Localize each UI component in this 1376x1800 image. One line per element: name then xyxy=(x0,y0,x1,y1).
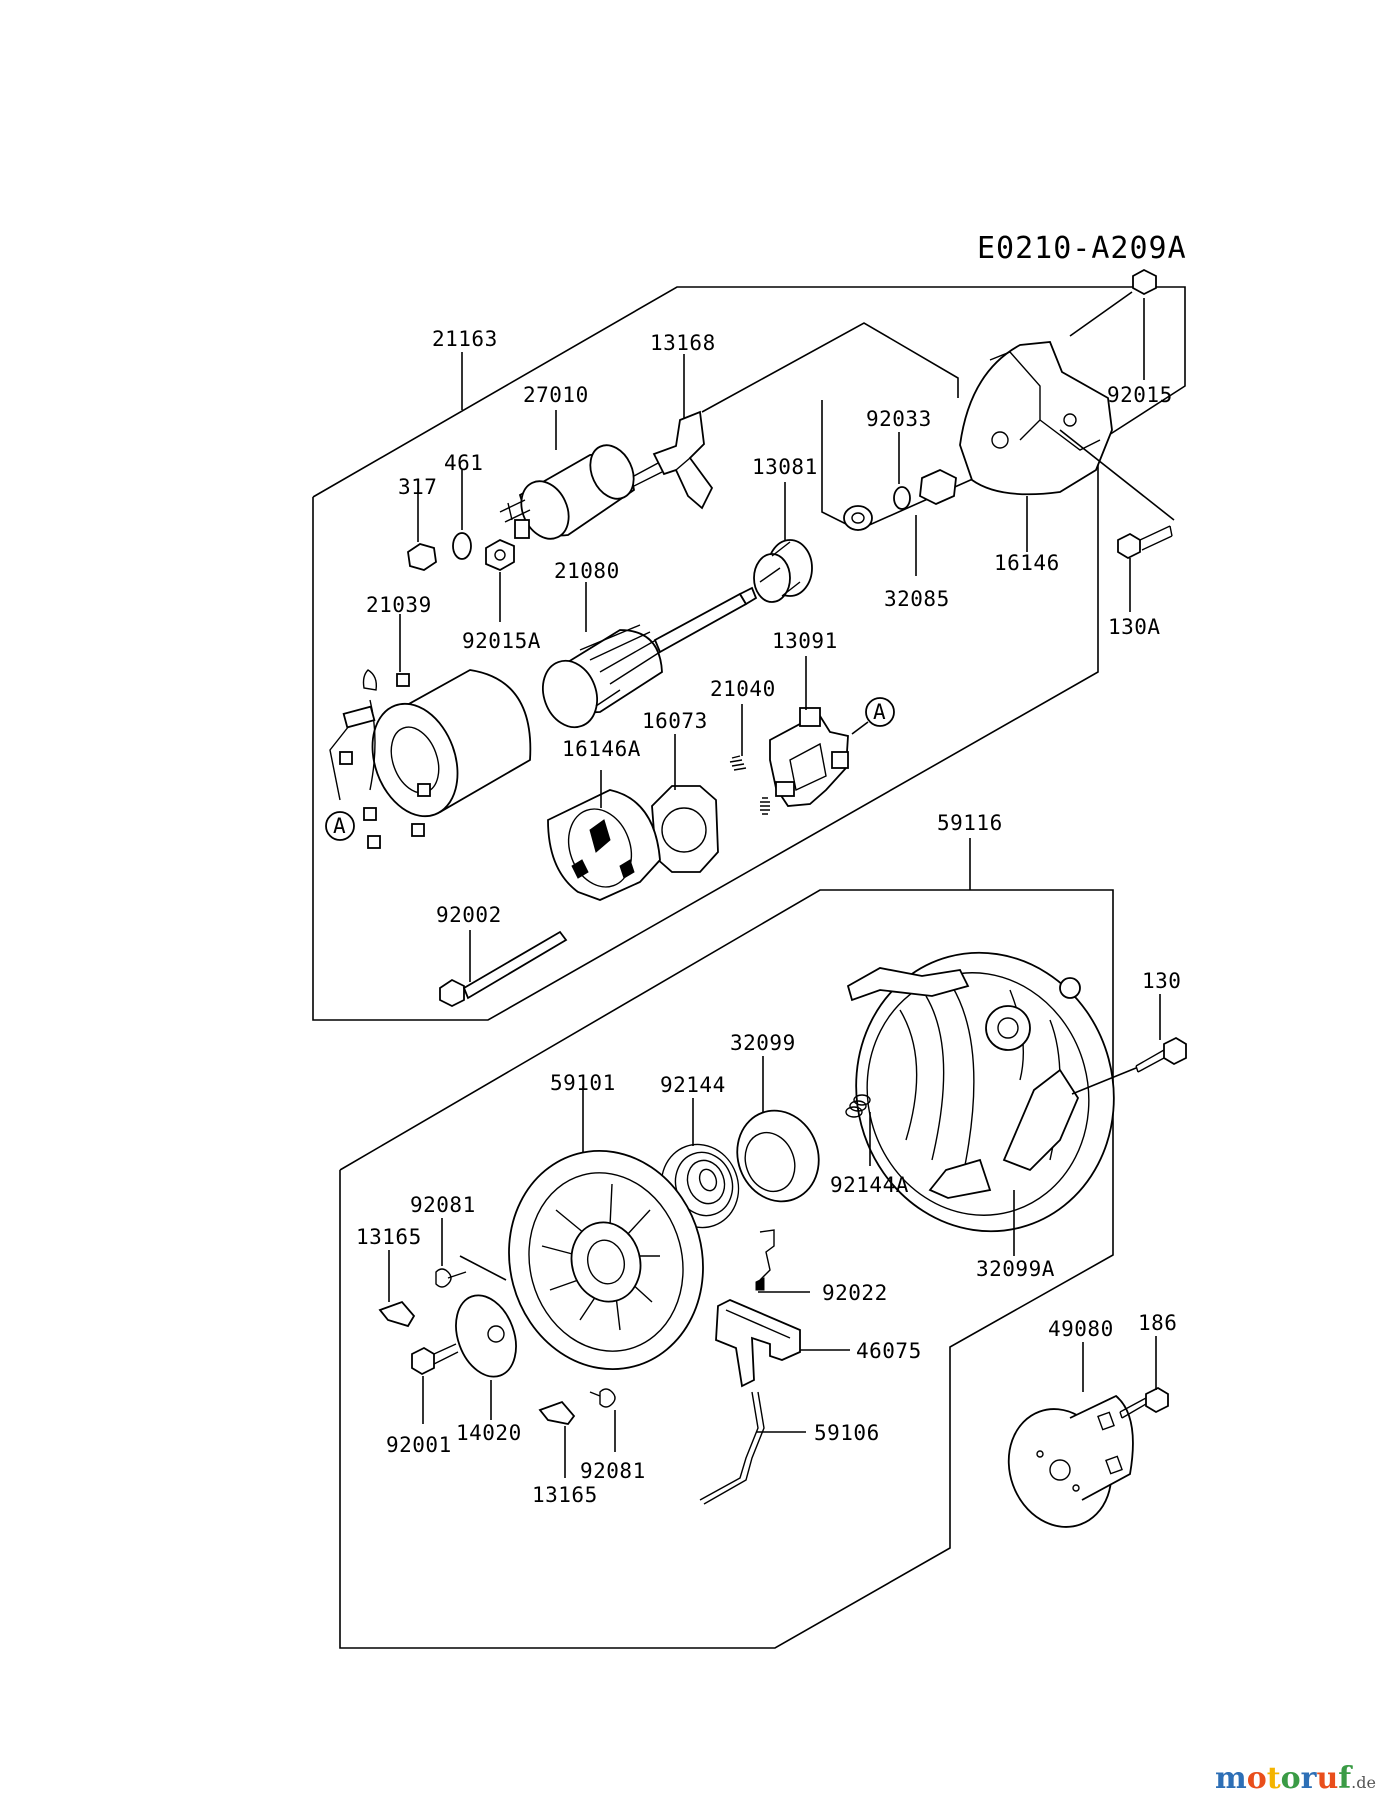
clip-92022 xyxy=(755,1229,775,1291)
label-92081-upper: 92081 xyxy=(410,1193,476,1217)
label-21039: 21039 xyxy=(366,593,432,617)
label-186: 186 xyxy=(1138,1311,1177,1335)
label-13091: 13091 xyxy=(772,629,838,653)
spring-92144A xyxy=(845,1094,871,1118)
watermark-suffix: .de xyxy=(1351,1773,1376,1792)
label-49080: 49080 xyxy=(1048,1317,1114,1341)
svg-text:motoruf.de: motoruf.de xyxy=(1215,1761,1376,1796)
label-92001: 92001 xyxy=(386,1433,452,1457)
front-housing-16146 xyxy=(959,341,1113,496)
label-130: 130 xyxy=(1142,969,1181,993)
label-16146: 16146 xyxy=(994,551,1060,575)
leader-130-part xyxy=(1071,1067,1137,1095)
label-16073: 16073 xyxy=(642,709,708,733)
solenoid-27010 xyxy=(499,444,663,540)
label-32099A: 32099A xyxy=(976,1257,1055,1281)
plate-16073 xyxy=(651,785,719,873)
pinion-13081 xyxy=(753,539,813,603)
label-317: 317 xyxy=(398,475,437,499)
handle-46075 xyxy=(715,1299,801,1388)
watermark-char: f xyxy=(1338,1761,1353,1796)
watermark-char: o xyxy=(1281,1761,1301,1796)
label-21040: 21040 xyxy=(710,677,776,701)
stop-ring-32085 xyxy=(843,505,873,531)
watermark-logo: motoruf.de xyxy=(1215,1761,1376,1796)
bolt-92001 xyxy=(411,1343,459,1376)
ratchet-13165-upper xyxy=(378,1300,416,1328)
label-32085: 32085 xyxy=(884,587,950,611)
watermark-char: t xyxy=(1267,1761,1281,1796)
snap-ring-92033 xyxy=(893,486,911,510)
watermark-char: o xyxy=(1247,1761,1267,1796)
leader-92015-part xyxy=(1069,291,1133,337)
nut-92015 xyxy=(1132,268,1157,296)
starter-cup-49080 xyxy=(1007,1394,1134,1528)
label-21163: 21163 xyxy=(432,327,498,351)
recoil-assembly-boundary xyxy=(339,889,1114,1649)
label-14020: 14020 xyxy=(456,1421,522,1445)
label-16146A: 16146A xyxy=(562,737,641,761)
rear-cover-16146A xyxy=(547,789,661,901)
ref-a-left-letter: A xyxy=(333,814,346,838)
nut-92015A xyxy=(485,538,515,572)
label-13081: 13081 xyxy=(752,455,818,479)
ratchet-13165-lower xyxy=(538,1400,576,1425)
bolt-186 xyxy=(1119,1386,1169,1419)
reel-32099 xyxy=(736,1109,820,1203)
collar-32085 xyxy=(919,469,957,505)
nut-317 xyxy=(407,543,437,571)
label-59116: 59116 xyxy=(937,811,1003,835)
watermark-char: u xyxy=(1316,1761,1338,1796)
label-21080: 21080 xyxy=(554,559,620,583)
ref-a-right-letter: A xyxy=(873,700,886,724)
label-92002: 92002 xyxy=(436,903,502,927)
rope-59106 xyxy=(699,1391,765,1505)
reference-a-right xyxy=(865,697,895,727)
label-130A: 130A xyxy=(1108,615,1161,639)
pinion-group-frame xyxy=(701,322,959,413)
label-92015A: 92015A xyxy=(462,629,541,653)
label-92022: 92022 xyxy=(822,1281,888,1305)
label-92015: 92015 xyxy=(1107,383,1173,407)
label-59106: 59106 xyxy=(814,1421,880,1445)
washer-461 xyxy=(452,532,472,560)
label-32099: 32099 xyxy=(730,1031,796,1055)
label-92144: 92144 xyxy=(660,1073,726,1097)
label-46075: 46075 xyxy=(856,1339,922,1363)
label-13168: 13168 xyxy=(650,331,716,355)
label-92081-lower: 92081 xyxy=(580,1459,646,1483)
yoke-21039 xyxy=(329,669,532,849)
label-27010: 27010 xyxy=(523,383,589,407)
label-92144A: 92144A xyxy=(830,1173,909,1197)
reference-a-left xyxy=(325,811,355,841)
spring-92081-upper xyxy=(435,1268,467,1288)
brush-holder-13091 xyxy=(769,707,849,807)
leader-92081-upper-part xyxy=(459,1255,507,1281)
watermark-char: m xyxy=(1215,1761,1247,1796)
label-461: 461 xyxy=(444,451,483,475)
leader-ref-A xyxy=(851,721,869,735)
pinion-group-frame-lower xyxy=(821,400,976,531)
friction-plate-14020 xyxy=(455,1294,517,1378)
pulley-59101 xyxy=(508,1149,704,1371)
leader-130A-part xyxy=(1059,429,1175,521)
fan-housing-32099A xyxy=(846,951,1115,1233)
shift-lever-13168 xyxy=(652,410,714,510)
bolt-130 xyxy=(1135,1036,1187,1073)
watermark-char: r xyxy=(1301,1761,1318,1796)
label-59101: 59101 xyxy=(550,1071,616,1095)
label-13165-upper: 13165 xyxy=(356,1225,422,1249)
armature-21080 xyxy=(542,586,758,729)
spring-92081-lower xyxy=(589,1388,616,1408)
brush-springs-21040 xyxy=(729,755,770,815)
label-92033: 92033 xyxy=(866,407,932,431)
through-bolt-92002 xyxy=(439,930,568,1008)
bolt-130A xyxy=(1117,525,1173,560)
diagram-code: E0210-A209A xyxy=(977,231,1187,266)
label-13165-lower: 13165 xyxy=(532,1483,598,1507)
